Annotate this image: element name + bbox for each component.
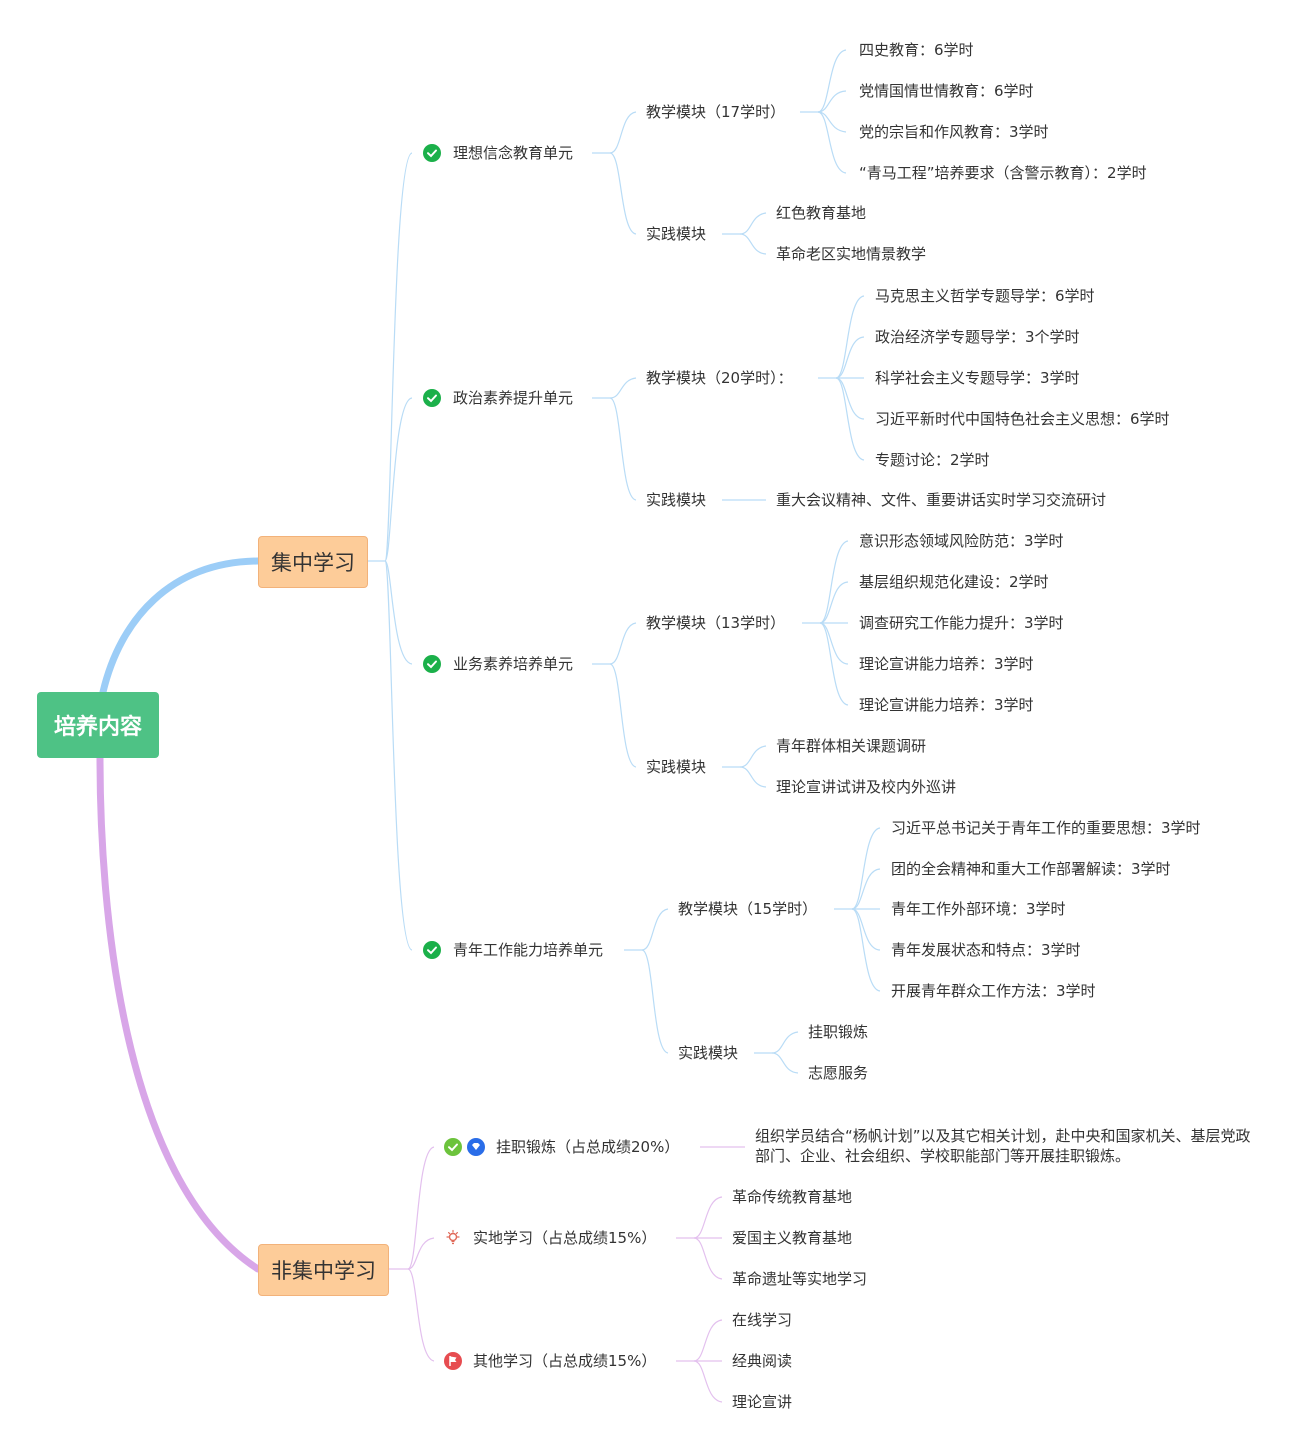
- check-icon: [423, 389, 441, 407]
- practice-item[interactable]: 重大会议精神、文件、重要讲话实时学习交流研讨: [776, 491, 1107, 509]
- teaching-item[interactable]: 开展青年群众工作方法：3学时: [891, 982, 1096, 1000]
- teaching-item[interactable]: 科学社会主义专题导学：3学时: [875, 369, 1080, 387]
- secondment-training[interactable]: 挂职锻炼（占总成绩20%）: [496, 1138, 680, 1156]
- unit-professional-literacy[interactable]: 业务素养培养单元: [453, 655, 574, 673]
- teaching-item[interactable]: 理论宣讲能力培养：3学时: [859, 696, 1034, 714]
- unit-ideals-beliefs[interactable]: 理想信念教育单元: [453, 144, 574, 162]
- root-topic[interactable]: 培养内容: [37, 692, 159, 758]
- practice-item[interactable]: 志愿服务: [808, 1064, 869, 1082]
- teaching-item[interactable]: 专题讨论：2学时: [875, 451, 990, 469]
- other-study-item[interactable]: 经典阅读: [732, 1352, 793, 1370]
- check-icon: [423, 144, 441, 162]
- flag-icon: [444, 1352, 462, 1370]
- check-icon: [423, 941, 441, 959]
- teaching-item[interactable]: 习近平总书记关于青年工作的重要思想：3学时: [891, 819, 1201, 837]
- practice-item[interactable]: 挂职锻炼: [808, 1023, 869, 1041]
- other-study[interactable]: 其他学习（占总成绩15%）: [473, 1352, 657, 1370]
- teaching-item[interactable]: 党的宗旨和作风教育：3学时: [859, 123, 1049, 141]
- teaching-item[interactable]: 政治经济学专题导学：3个学时: [875, 328, 1080, 346]
- teaching-item[interactable]: 团的全会精神和重大工作部署解读：3学时: [891, 860, 1171, 878]
- bulb-icon: [444, 1229, 462, 1247]
- field-study-item[interactable]: 革命遗址等实地学习: [732, 1270, 868, 1288]
- practice-item[interactable]: 革命老区实地情景教学: [776, 245, 927, 263]
- teaching-module-4[interactable]: 教学模块（15学时）: [678, 900, 818, 918]
- teaching-item[interactable]: 马克思主义哲学专题导学：6学时: [875, 287, 1095, 305]
- practice-module-4[interactable]: 实践模块: [678, 1044, 739, 1062]
- topic-concentrated-learning[interactable]: 集中学习: [258, 536, 368, 588]
- teaching-item[interactable]: 习近平新时代中国特色社会主义思想：6学时: [875, 410, 1170, 428]
- other-study-item[interactable]: 在线学习: [732, 1311, 793, 1329]
- field-study-item[interactable]: 革命传统教育基地: [732, 1188, 853, 1206]
- teaching-item[interactable]: “青马工程”培养要求（含警示教育）：2学时: [859, 164, 1147, 182]
- teaching-item[interactable]: 四史教育：6学时: [859, 41, 974, 59]
- teaching-item[interactable]: 基层组织规范化建设：2学时: [859, 573, 1049, 591]
- teaching-item[interactable]: 青年发展状态和特点：3学时: [891, 941, 1081, 959]
- secondment-detail[interactable]: 组织学员结合“杨帆计划”以及其它相关计划，赴中央和国家机关、基层党政部门、企业、…: [755, 1127, 1251, 1165]
- practice-item[interactable]: 红色教育基地: [776, 204, 867, 222]
- teaching-item[interactable]: 青年工作外部环境：3学时: [891, 900, 1066, 918]
- practice-module-3[interactable]: 实践模块: [646, 758, 707, 776]
- teaching-module-2[interactable]: 教学模块（20学时）：: [646, 369, 793, 387]
- topic-non-concentrated-learning[interactable]: 非集中学习: [258, 1244, 389, 1296]
- teaching-item[interactable]: 党情国情世情教育：6学时: [859, 82, 1034, 100]
- teaching-item[interactable]: 意识形态领域风险防范：3学时: [859, 532, 1064, 550]
- field-study-item[interactable]: 爱国主义教育基地: [732, 1229, 853, 1247]
- diamond-icon: [467, 1138, 485, 1156]
- field-study[interactable]: 实地学习（占总成绩15%）: [473, 1229, 657, 1247]
- practice-item[interactable]: 理论宣讲试讲及校内外巡讲: [776, 778, 957, 796]
- check-icon: [444, 1138, 462, 1156]
- practice-item[interactable]: 青年群体相关课题调研: [776, 737, 927, 755]
- practice-module-2[interactable]: 实践模块: [646, 491, 707, 509]
- teaching-module-3[interactable]: 教学模块（13学时）: [646, 614, 786, 632]
- teaching-module-1[interactable]: 教学模块（17学时）: [646, 103, 786, 121]
- practice-module-1[interactable]: 实践模块: [646, 225, 707, 243]
- check-icon: [423, 655, 441, 673]
- teaching-item[interactable]: 调查研究工作能力提升：3学时: [859, 614, 1064, 632]
- other-study-item[interactable]: 理论宣讲: [732, 1393, 793, 1411]
- unit-political-literacy[interactable]: 政治素养提升单元: [453, 389, 574, 407]
- unit-youth-work-ability[interactable]: 青年工作能力培养单元: [453, 941, 604, 959]
- teaching-item[interactable]: 理论宣讲能力培养：3学时: [859, 655, 1034, 673]
